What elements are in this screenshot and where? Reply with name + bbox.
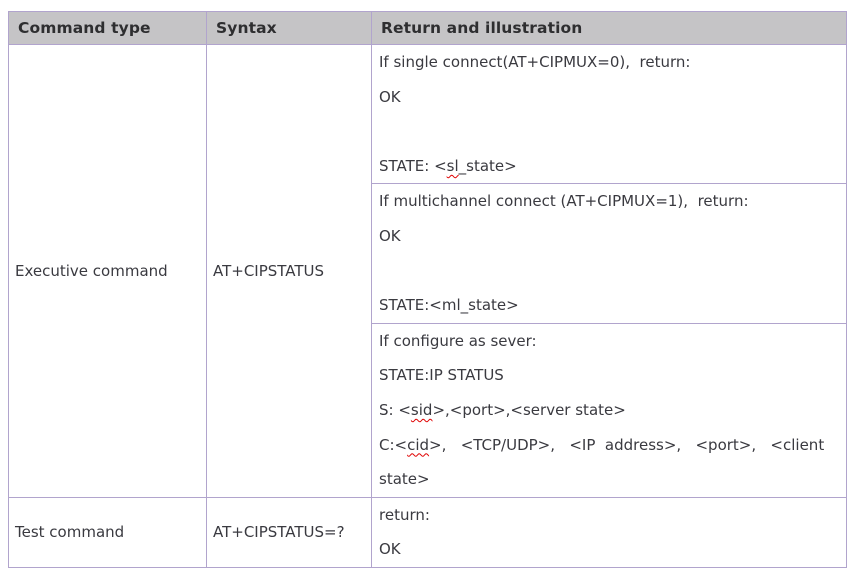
text-segment: >,<port>,<server state>: [432, 400, 626, 419]
text-segment: C:<: [379, 435, 408, 454]
text-segment: state>: [379, 470, 430, 489]
cell-return-single-connect: If single connect(AT+CIPMUX=0), return: O…: [371, 43, 847, 185]
misspelled-word: cid: [407, 435, 430, 454]
text-segment: STATE:IP STATUS: [379, 366, 504, 385]
text-segment: >, <TCP/UDP>, <IP address>, <port>, <cli…: [429, 435, 825, 454]
text-segment: STATE: <: [379, 156, 447, 175]
text-segment: S: <: [379, 400, 411, 419]
table-row-test-command: Test command AT+CIPSTATUS=? return: OK: [8, 496, 847, 568]
return-line: OK: [379, 80, 842, 115]
return-line: If single connect(AT+CIPMUX=0), return:: [379, 45, 842, 80]
col-header-command-type: Command type: [8, 11, 207, 45]
return-line: state>: [379, 462, 842, 497]
text-segment: [379, 262, 384, 280]
cell-command-type-test: Test command: [8, 496, 207, 568]
return-line: C:<cid>, <TCP/UDP>, <IP address>, <port>…: [379, 428, 842, 463]
return-line: STATE: <sl_state>: [379, 149, 842, 184]
text-segment: [379, 122, 384, 140]
return-line: If multichannel connect (AT+CIPMUX=1), r…: [379, 184, 842, 219]
at-command-table: Command type Syntax Return and illustrat…: [8, 11, 847, 568]
table-row-executive-sub3: If configure as sever: STATE:IP STATUS S: …: [9, 322, 847, 498]
return-line: [379, 114, 842, 149]
cell-command-type-executive: Executive command: [8, 44, 207, 498]
misspelled-word: sl: [446, 156, 459, 175]
cell-return-multichannel-connect: If multichannel connect (AT+CIPMUX=1), r…: [371, 183, 847, 324]
cell-return-configure-as-server: If configure as sever: STATE:IP STATUS S: …: [371, 322, 847, 498]
return-line: STATE:<ml_state>: [379, 288, 842, 323]
return-line: OK: [379, 219, 842, 254]
text-segment: OK: [379, 226, 401, 245]
text-segment: _state>: [458, 156, 517, 175]
return-line: STATE:IP STATUS: [379, 358, 842, 393]
text-segment: If multichannel connect (AT+CIPMUX=1), r…: [379, 192, 749, 211]
return-line: OK: [379, 532, 842, 567]
header-row: Command type Syntax Return and illustrat…: [8, 11, 847, 45]
cell-syntax-test: AT+CIPSTATUS=?: [206, 496, 372, 568]
table-row-executive-sub2: If multichannel connect (AT+CIPMUX=1), r…: [9, 183, 847, 324]
table-row-executive-sub1: Executive command AT+CIPSTATUS If single…: [8, 43, 847, 498]
text-segment: If configure as sever:: [379, 331, 537, 350]
return-line: [379, 254, 842, 289]
text-segment: OK: [379, 540, 401, 559]
col-header-return-illustration: Return and illustration: [371, 11, 847, 45]
return-line: If configure as sever:: [379, 324, 842, 359]
text-segment: return:: [379, 505, 430, 524]
text-segment: STATE:<ml_state>: [379, 296, 519, 315]
cell-return-test: return: OK: [371, 496, 847, 568]
text-segment: OK: [379, 87, 401, 106]
return-line: return:: [379, 498, 842, 533]
text-segment: If single connect(AT+CIPMUX=0), return:: [379, 53, 691, 71]
misspelled-word: sid: [410, 400, 433, 419]
cell-syntax-executive: AT+CIPSTATUS: [206, 44, 372, 498]
col-header-syntax: Syntax: [206, 11, 372, 45]
return-line: S: <sid>,<port>,<server state>: [379, 393, 842, 428]
